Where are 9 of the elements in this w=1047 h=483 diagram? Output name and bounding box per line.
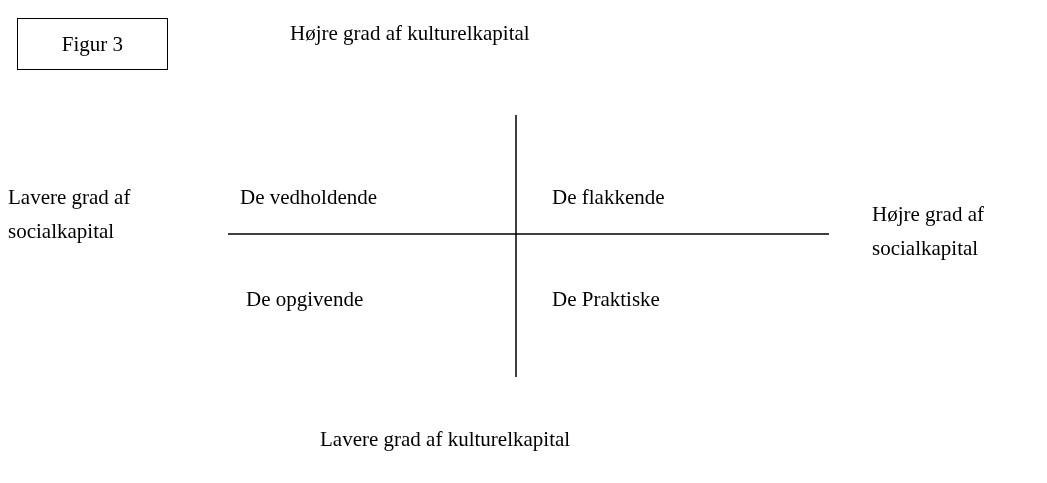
quadrant-label: De flakkende bbox=[552, 184, 665, 211]
quadrant-label: De opgivende bbox=[246, 286, 364, 313]
axis-title: Lavere grad af kulturelkapital bbox=[320, 426, 571, 453]
axis-title: Lavere grad af socialkapital bbox=[8, 184, 132, 245]
axis-title: Højre grad af kulturelkapital bbox=[290, 20, 530, 47]
quadrant-label: De vedholdende bbox=[240, 184, 378, 211]
figure-label-box: Figur 3 bbox=[17, 18, 168, 70]
axis-title: Højre grad af socialkapital bbox=[872, 201, 985, 262]
quadrant-label: De Praktiske bbox=[552, 286, 660, 313]
